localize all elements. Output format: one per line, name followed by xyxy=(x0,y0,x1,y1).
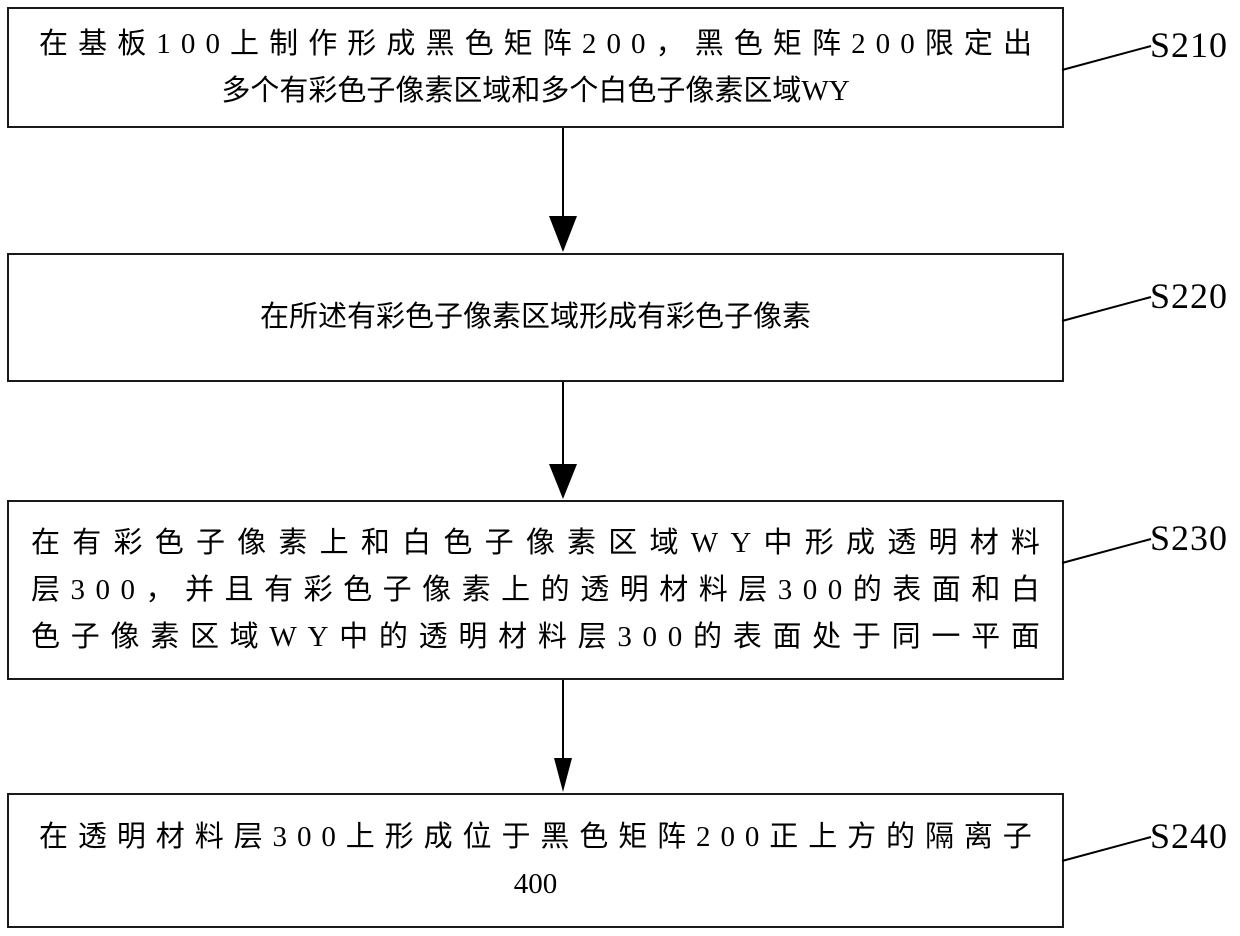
connector-arrow-s230-to-s240 xyxy=(547,680,579,793)
leader-line-s220 xyxy=(1061,293,1153,327)
leader-line-s240 xyxy=(1061,833,1153,867)
leader-line-s230 xyxy=(1061,535,1153,569)
step-label-s240: S240 xyxy=(1150,816,1229,856)
process-box-s220[interactable]: 在所述有彩色子像素区域形成有彩色子像素 xyxy=(7,253,1064,382)
step-label-s210: S210 xyxy=(1150,25,1229,65)
process-box-s220-line-1: 在所述有彩色子像素区域形成有彩色子像素 xyxy=(259,301,811,333)
step-label-s220: S220 xyxy=(1150,276,1229,316)
process-box-s220-text: 在所述有彩色子像素区域形成有彩色子像素 xyxy=(9,294,1062,341)
connector-arrow-s220-to-s230 xyxy=(547,382,579,500)
connector-arrow-s210-to-s220 xyxy=(547,128,579,253)
process-box-s210-line-2: 多个有彩色子像素区域和多个白色子像素区域WY xyxy=(221,74,850,107)
process-box-s240-line-2: 400 xyxy=(513,867,558,900)
step-label-s230: S230 xyxy=(1150,518,1229,558)
leader-line-s210 xyxy=(1061,42,1153,76)
